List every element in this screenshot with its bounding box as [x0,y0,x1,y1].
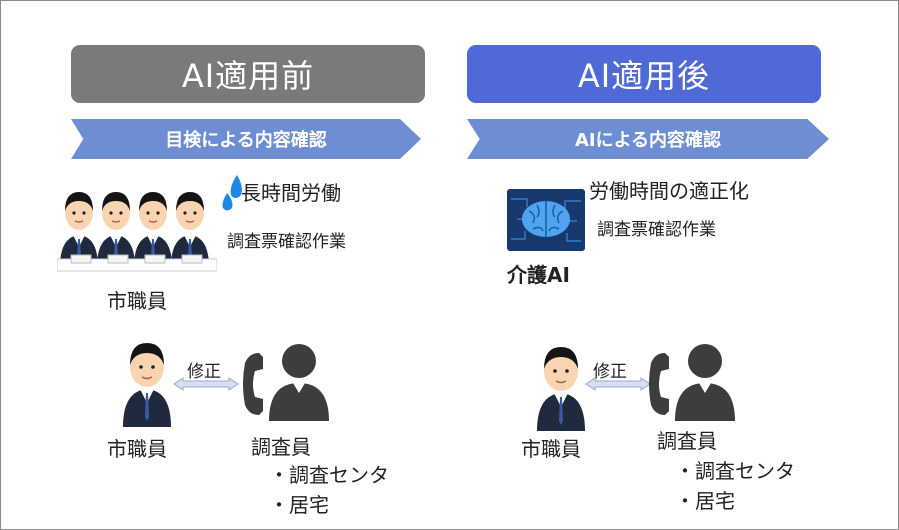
person-silhouette-icon [269,344,329,421]
before-staff-label: 市職員 [107,289,167,313]
double-arrow-icon [173,377,239,391]
before-official-label: 市職員 [107,437,167,461]
office-worker-icon [537,347,585,431]
before-surveyor-label: 調査員 [251,435,311,459]
after-surveyor-label: 調査員 [657,429,717,453]
before-process-arrow: 目検による内容確認 [71,119,421,159]
telephone-handset-icon [243,353,263,415]
long-hours-label: 長時間労働 [241,181,341,205]
before-header: AI適用前 [71,45,425,103]
benefit-label: 労働時間の適正化 [589,179,749,203]
after-surveyor-item: ・調査センタ [675,459,795,483]
double-arrow-icon [585,377,651,391]
before-fix-label: 修正 [187,362,221,382]
before-surveyor-item: ・居宅 [269,493,329,517]
after-fix-label: 修正 [593,362,627,382]
after-process-arrow: AIによる内容確認 [467,119,829,159]
person-silhouette-icon [675,344,735,421]
sweat-drops-icon [222,175,242,211]
after-header: AI適用後 [467,45,821,103]
after-official-label: 市職員 [521,437,581,461]
ai-brain-chip-icon [507,189,585,251]
after-surveyor-item: ・居宅 [675,489,735,513]
before-surveyor-item: ・調査センタ [269,463,389,487]
care-ai-label: 介護AI [507,263,570,287]
before-task-label: 調査票確認作業 [227,232,346,252]
office-worker-icon [123,343,171,427]
office-workers-group-icon [57,191,217,272]
after-task-label: 調査票確認作業 [597,220,716,240]
telephone-handset-icon [649,353,669,415]
